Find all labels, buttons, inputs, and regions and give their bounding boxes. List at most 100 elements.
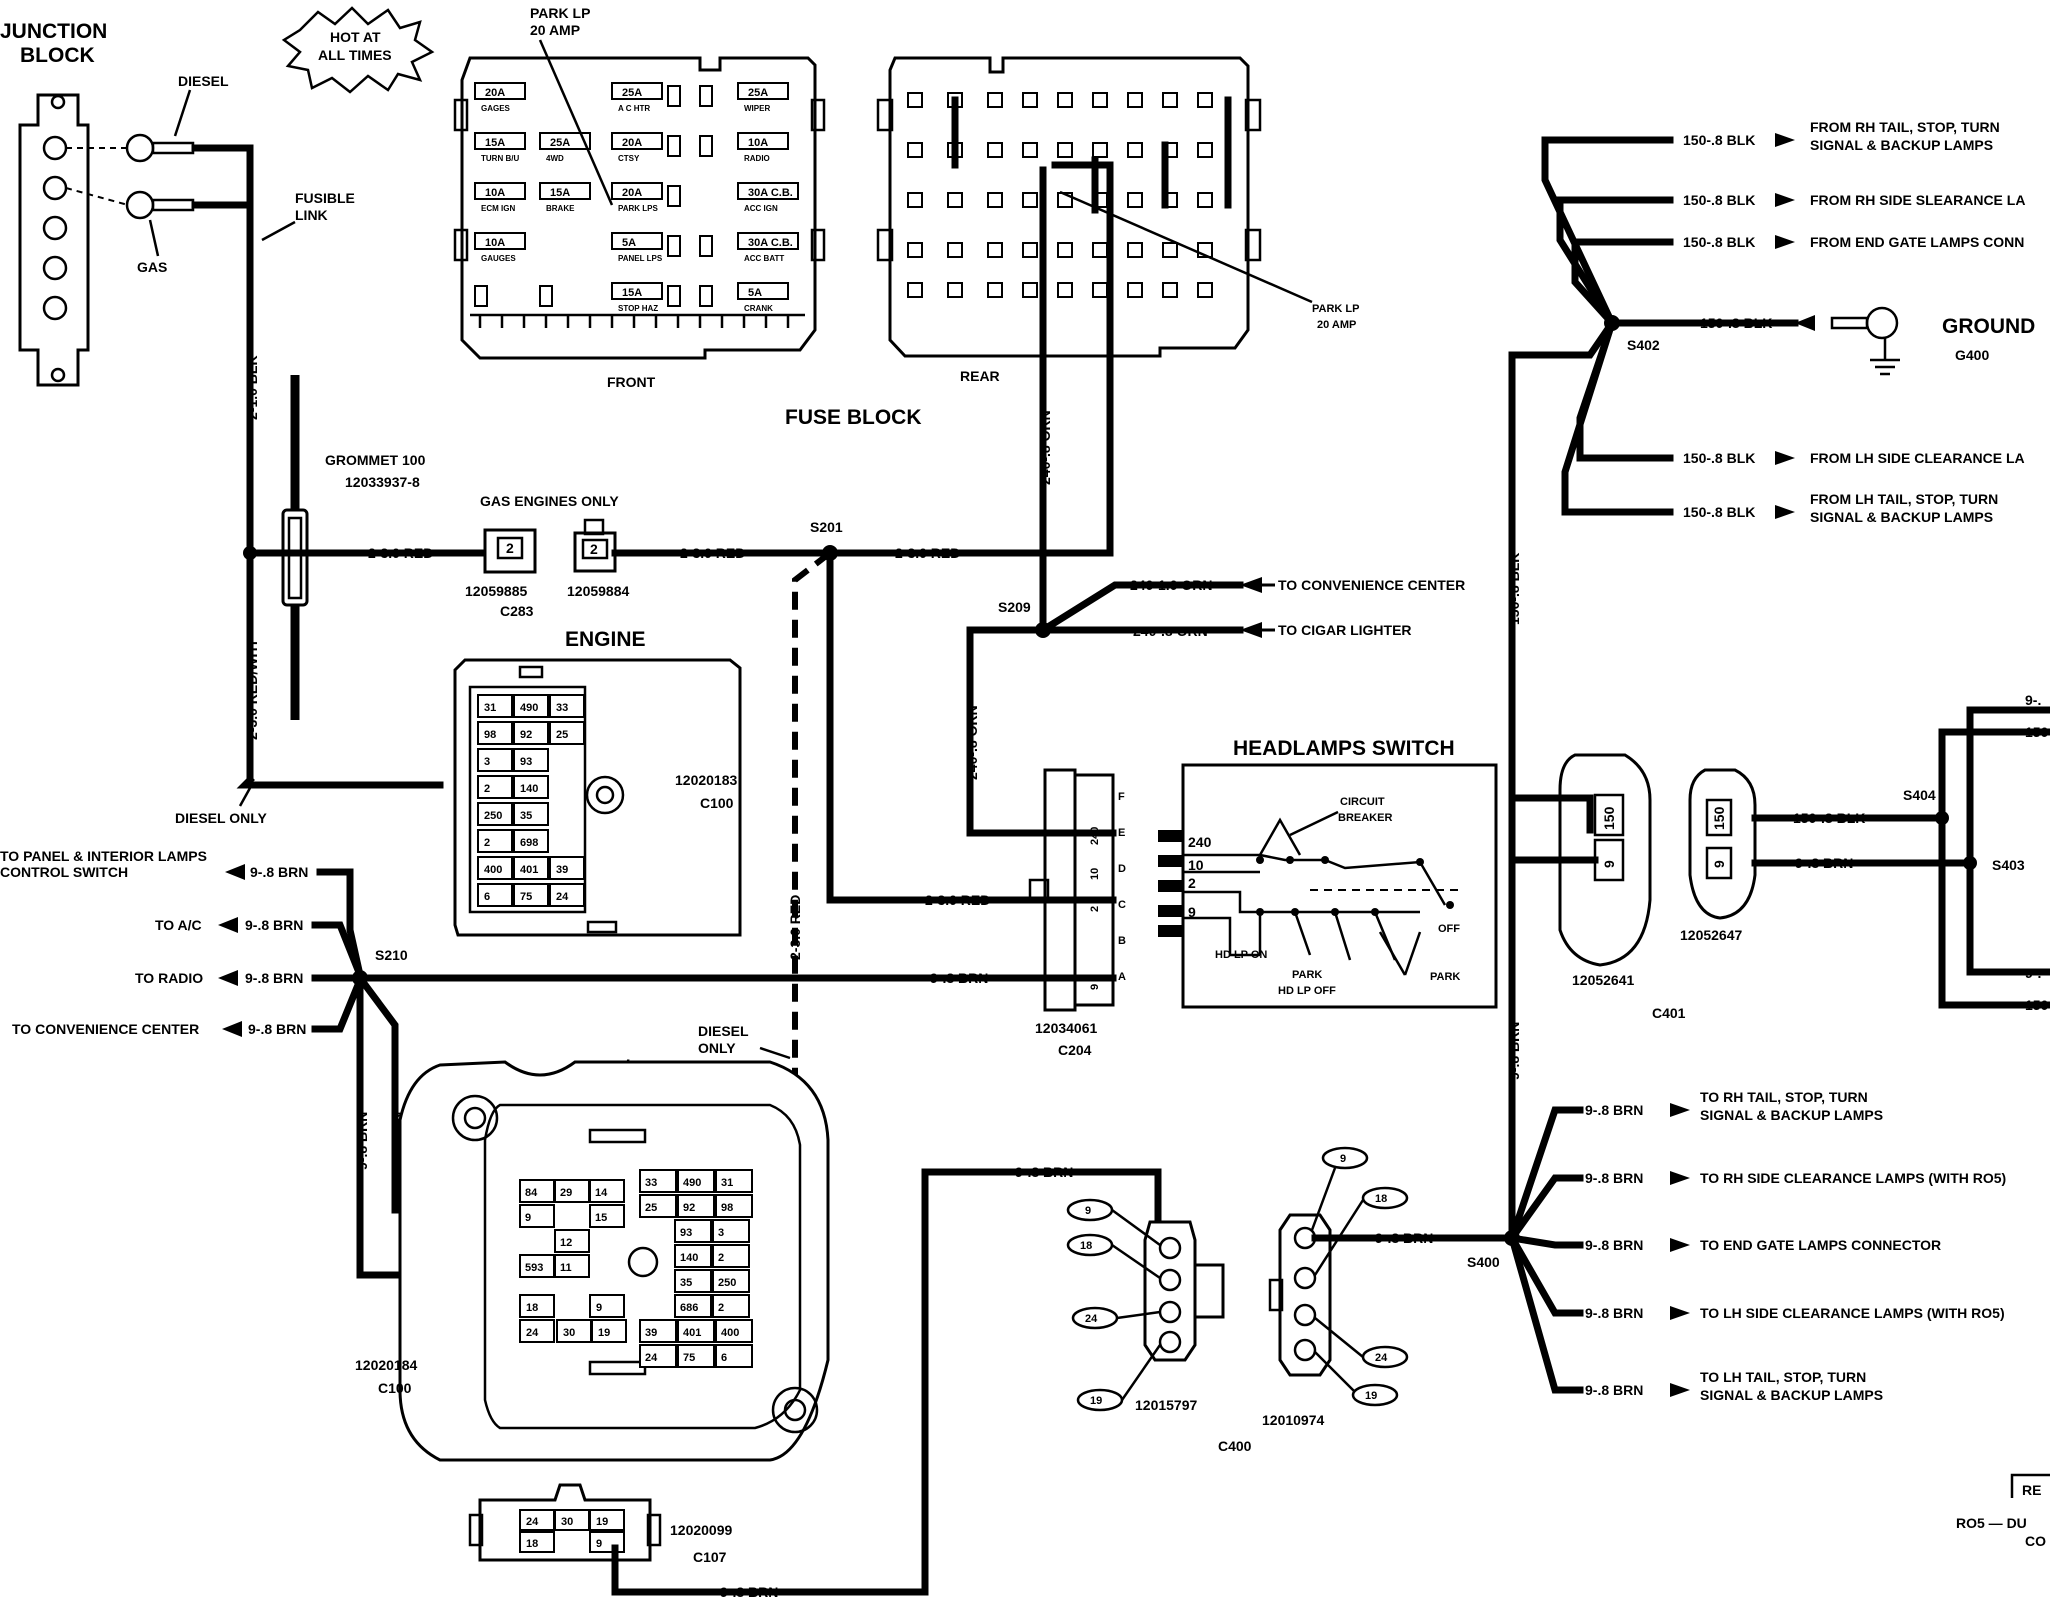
park-lp-rear-amp: 20 AMP	[1317, 319, 1356, 331]
orn-conv-wire	[1038, 581, 1244, 635]
diesel-label: DIESEL	[178, 73, 229, 89]
ip-cell-label: 39	[645, 1327, 657, 1339]
brn-into-c401	[1508, 794, 1599, 864]
engine-cell	[477, 694, 513, 718]
s400-branch-wire-label: 9-.8 BRN	[1585, 1170, 1643, 1186]
s400-branch-text: TO RH SIDE CLEARANCE LAMPS (WITH RO5)	[1700, 1170, 2006, 1186]
fuse-rear-tab	[876, 228, 894, 262]
fuse-cell	[474, 82, 526, 100]
engine-block-notch	[518, 665, 544, 679]
engine-cell	[477, 829, 513, 853]
ip-notch	[588, 1128, 647, 1144]
right-edge-a: 9-.	[2025, 692, 2041, 708]
s402-branch-wire-label: 150-.8 BLK	[1683, 192, 1755, 208]
hs-contact	[1371, 908, 1379, 916]
engine-cell	[513, 856, 549, 880]
wire-label-brn-main: 9-.8 BRN	[930, 970, 988, 986]
rear-terminal	[987, 142, 1003, 158]
fuse-amp: 25A	[748, 87, 768, 99]
engine-cell-label: 35	[520, 810, 532, 822]
fuse-front-tab	[453, 98, 469, 132]
gas-engines-only-label: GAS ENGINES ONLY	[480, 493, 619, 509]
fuse-name: STOP HAZ	[618, 304, 658, 313]
rear-terminal	[1022, 282, 1038, 298]
hs-pin-stub	[1158, 905, 1183, 917]
hs-contact	[1321, 856, 1329, 864]
c107-cell-label: 18	[526, 1538, 538, 1550]
fuse-cell	[474, 232, 526, 250]
engine-cell	[549, 721, 585, 745]
c204-letter: D	[1118, 863, 1126, 875]
c401-pin-150	[1593, 793, 1625, 837]
fuse-cell	[611, 232, 663, 250]
c283-pin-b	[581, 538, 609, 560]
all-times-label: ALL TIMES	[318, 47, 392, 63]
s402-branch-wire-label: 150-.8 BLK	[1683, 132, 1755, 148]
ip-cell	[715, 1344, 753, 1368]
rear-terminal	[1022, 192, 1038, 208]
fusible-link-label-2: LINK	[295, 207, 328, 223]
fuse-name: BRAKE	[546, 204, 575, 213]
engine-cell-label: 140	[520, 783, 538, 795]
fuse-name: WIPER	[744, 104, 770, 113]
fuse-amp: 15A	[622, 287, 642, 299]
rear-terminal	[1127, 282, 1143, 298]
rear-terminal	[1162, 282, 1178, 298]
wire-label-orn-2: 240-.8 ORN	[964, 705, 980, 780]
s403-branches	[1966, 706, 2050, 976]
ip-cell	[554, 1254, 590, 1278]
c400-part-b: 12010974	[1262, 1412, 1325, 1428]
rear-terminal	[1092, 242, 1108, 258]
s400-branch-text: TO LH TAIL, STOP, TURN	[1700, 1369, 1866, 1385]
ip-cell	[712, 1219, 750, 1243]
engine-cell-label: 490	[520, 702, 538, 714]
rear-terminal	[1022, 92, 1038, 108]
s400-branch-text: TO LH SIDE CLEARANCE LAMPS (WITH RO5)	[1700, 1305, 2005, 1321]
s400-branch-wire	[1507, 1106, 1584, 1243]
rear-terminal	[1197, 142, 1213, 158]
rear-terminal	[987, 242, 1003, 258]
hs-pin-stub	[1158, 880, 1183, 892]
c204-latch	[1028, 878, 1050, 904]
arrow-ac	[218, 917, 238, 933]
fuse-name: ACC IGN	[744, 204, 778, 213]
ground-ref: G400	[1955, 347, 1989, 363]
hs-contact	[1331, 908, 1339, 916]
fuse-name: ACC BATT	[744, 254, 784, 263]
ip-mount	[451, 1094, 499, 1142]
engine-cell	[513, 694, 549, 718]
s402-arrow	[1775, 235, 1795, 249]
diesel-only-wire	[236, 775, 444, 789]
gas-label: GAS	[137, 259, 167, 275]
ip-cell-label: 25	[645, 1202, 657, 1214]
c204-letter: C	[1118, 899, 1126, 911]
c204-pin-label: 9	[1089, 984, 1101, 990]
hs-hd-lp-off: HD LP OFF	[1278, 985, 1336, 997]
c204-letter: F	[1118, 791, 1125, 803]
hs-pin-9: 9	[1188, 904, 1196, 920]
ip-cell-label: 18	[526, 1302, 538, 1314]
s402-branch-wire	[1541, 136, 1674, 328]
rear-terminal	[1057, 242, 1073, 258]
s402-branch-wire-label: 150-.8 BLK	[1683, 504, 1755, 520]
engine-cell-label: 698	[520, 837, 538, 849]
fuse-amp: 20A	[622, 187, 642, 199]
wire-label-brn-c107: 9-.8 BRN	[720, 1584, 778, 1600]
c400-right-pin-19: 19	[1365, 1390, 1377, 1402]
hot-burst-shape	[281, 6, 435, 94]
c400-left-pin	[1158, 1330, 1182, 1354]
c283-pin-a-label: 2	[506, 540, 514, 556]
engine-cell	[513, 775, 549, 799]
fuse-rear-terminal-grid	[907, 92, 1213, 298]
ip-cell	[591, 1319, 627, 1343]
ip-cell-label: 686	[680, 1302, 698, 1314]
s402-arrow	[1775, 505, 1795, 519]
c107-cell-label: 9	[596, 1538, 602, 1550]
engine-fuse-frame	[468, 685, 587, 914]
hs-cb-leader	[1289, 810, 1339, 837]
